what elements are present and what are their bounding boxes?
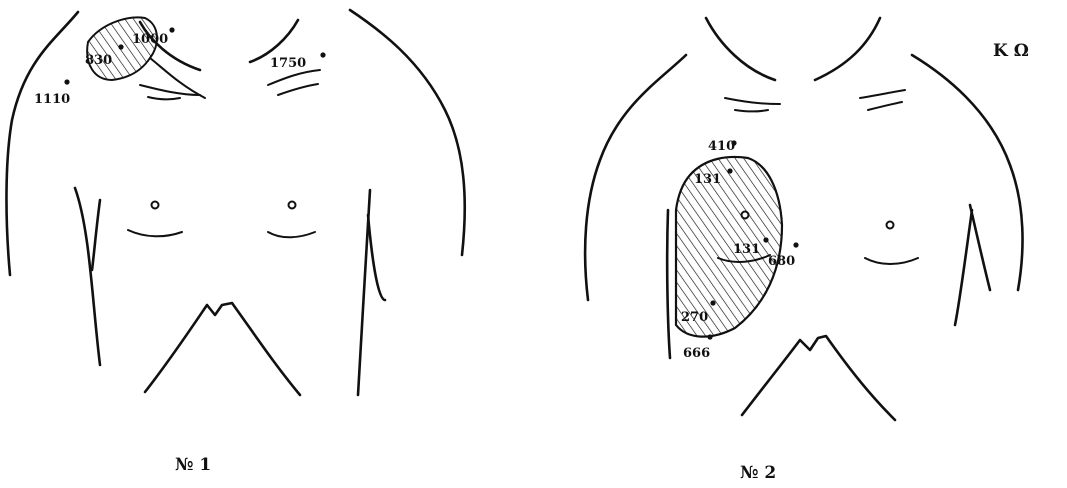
nipple-right-1 (289, 202, 296, 209)
clavicle-left-2 (725, 98, 780, 104)
pec-left-1 (128, 230, 182, 236)
ribcage-arch-2 (742, 336, 895, 420)
clavicle-right-2b (868, 102, 902, 110)
right-flank-2 (955, 210, 972, 325)
point-1110-label: 1110 (34, 92, 70, 107)
point-131-center-label: 131 (733, 242, 760, 257)
neck-right-2 (815, 18, 880, 80)
right-flank-1 (368, 215, 385, 300)
point-830-label: 830 (85, 53, 112, 68)
left-flank-2 (667, 210, 670, 358)
hatched-region-1-tail (150, 58, 205, 98)
right-arm-inner-2 (970, 205, 990, 290)
point-666-dot (707, 334, 712, 339)
point-131-top-dot (727, 168, 732, 173)
torso-figure-1: 1000 830 1110 1750 № 1 (6, 10, 464, 475)
torso-figure-2: K Ω 410 131 131 680 (585, 18, 1029, 483)
point-270-label: 270 (681, 310, 708, 325)
point-1750-dot (320, 52, 325, 57)
left-shoulder-outline-2 (585, 55, 686, 300)
nipple-left-1 (152, 202, 159, 209)
point-830-dot (118, 44, 123, 49)
pec-right-2 (865, 258, 918, 264)
point-1750-label: 1750 (270, 56, 306, 71)
point-410-label: 410 (708, 139, 735, 154)
figure-1-caption: № 1 (175, 455, 211, 475)
right-flank-1b (358, 190, 370, 395)
point-666-label: 666 (683, 346, 710, 361)
clavicle-right-2 (860, 90, 905, 98)
unit-label: K Ω (993, 41, 1029, 61)
left-arm-inner-1 (92, 200, 100, 270)
ribcage-arch-1 (145, 303, 300, 395)
point-1000-dot (169, 27, 174, 32)
point-270-dot (710, 300, 715, 305)
point-1000-label: 1000 (132, 32, 168, 47)
point-131-center-dot (763, 237, 768, 242)
figure-2-caption: № 2 (740, 463, 776, 483)
pec-right-1 (268, 232, 315, 237)
point-680-label: 680 (768, 254, 795, 269)
left-flank-1 (75, 188, 100, 365)
point-680-dot (793, 242, 798, 247)
point-1110-dot (64, 79, 69, 84)
nipple-right-2 (887, 222, 894, 229)
clavicle-left-2b (735, 110, 768, 112)
clavicle-right-1 (268, 70, 320, 85)
clavicle-right-1b (278, 84, 318, 95)
neck-left-2 (706, 18, 775, 80)
right-shoulder-outline-2 (912, 55, 1023, 290)
left-shoulder-outline-1 (6, 12, 78, 275)
point-131-top-label: 131 (694, 172, 721, 187)
clavicle-left-1b (148, 97, 180, 99)
